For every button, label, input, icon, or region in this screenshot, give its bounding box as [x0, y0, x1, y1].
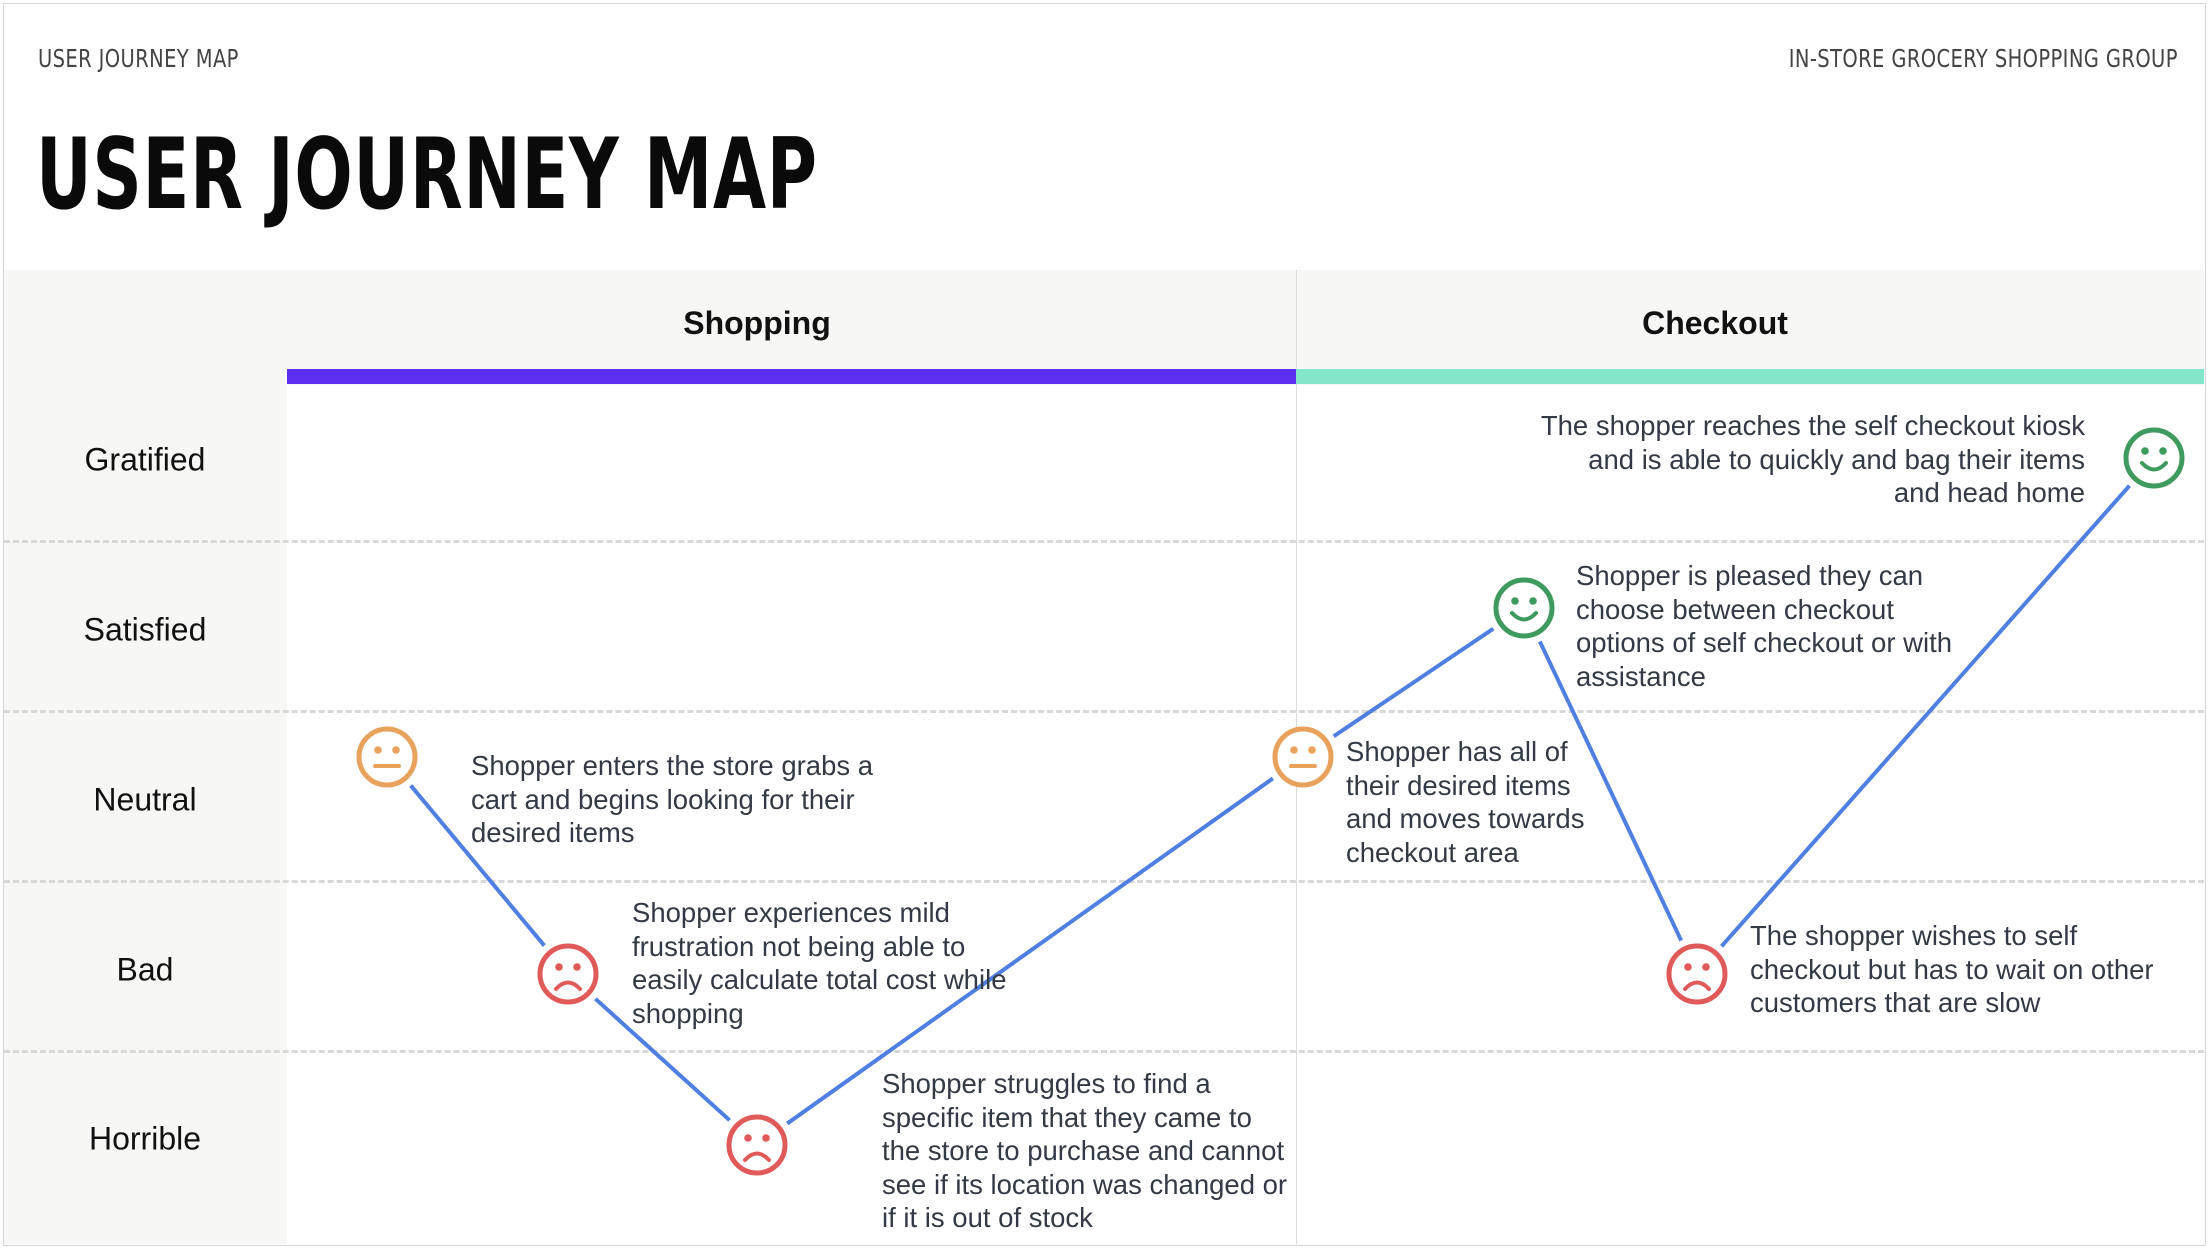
smile-icon: [1493, 577, 1555, 639]
page-title: USER JOURNEY MAP: [36, 118, 818, 232]
touchpoint-note: Shopper has all of their desired items a…: [1346, 736, 1585, 868]
header-label: USER JOURNEY MAP: [38, 44, 239, 73]
phase-bar-checkout: [1296, 369, 2204, 384]
touchpoint-note: The shopper reaches the self checkout ki…: [1540, 410, 2085, 508]
journey-line-segment: [1538, 640, 1683, 942]
journey-line-segment: [594, 997, 731, 1122]
journey-line-segment: [1720, 484, 2131, 948]
phase-bar-shopping: [287, 369, 1296, 384]
neutral-icon: [356, 726, 418, 788]
sad-icon: [537, 943, 599, 1005]
journey-line-segment: [409, 784, 546, 947]
neutral-icon: [1272, 726, 1334, 788]
touchpoint-note: The shopper wishes to self checkout but …: [1750, 920, 2154, 1018]
row-label-neutral: Neutral: [93, 781, 197, 818]
sad-icon: [1666, 943, 1728, 1005]
journey-grid: [287, 385, 2204, 1244]
slide-frame: [3, 3, 2206, 1246]
touchpoint-note: Shopper is pleased they can choose betwe…: [1576, 560, 1953, 692]
row-label-gratified: Gratified: [84, 441, 206, 478]
touchpoint-note: Shopper experiences mild frustration not…: [632, 897, 1007, 1029]
row-label-satisfied: Satisfied: [83, 611, 207, 648]
phase-title-checkout: Checkout: [1642, 305, 1788, 341]
touchpoint-note: Shopper enters the store grabs a cart an…: [471, 750, 874, 848]
row-divider: [4, 1050, 2204, 1053]
journey-line-segment: [786, 776, 1274, 1126]
row-label-bad: Bad: [116, 951, 174, 988]
row-divider: [4, 880, 2204, 883]
phase-title-shopping: Shopping: [683, 305, 831, 341]
touchpoint-note: Shopper struggles to find a specific ite…: [882, 1068, 1288, 1233]
row-divider: [4, 540, 2204, 543]
row-label-horrible: Horrible: [88, 1120, 202, 1157]
row-divider: [4, 710, 2204, 713]
sad-icon: [726, 1114, 788, 1176]
smile-icon: [2123, 427, 2185, 489]
group-label: IN-STORE GROCERY SHOPPING GROUP: [1788, 44, 2178, 73]
journey-line-segment: [1332, 627, 1495, 738]
